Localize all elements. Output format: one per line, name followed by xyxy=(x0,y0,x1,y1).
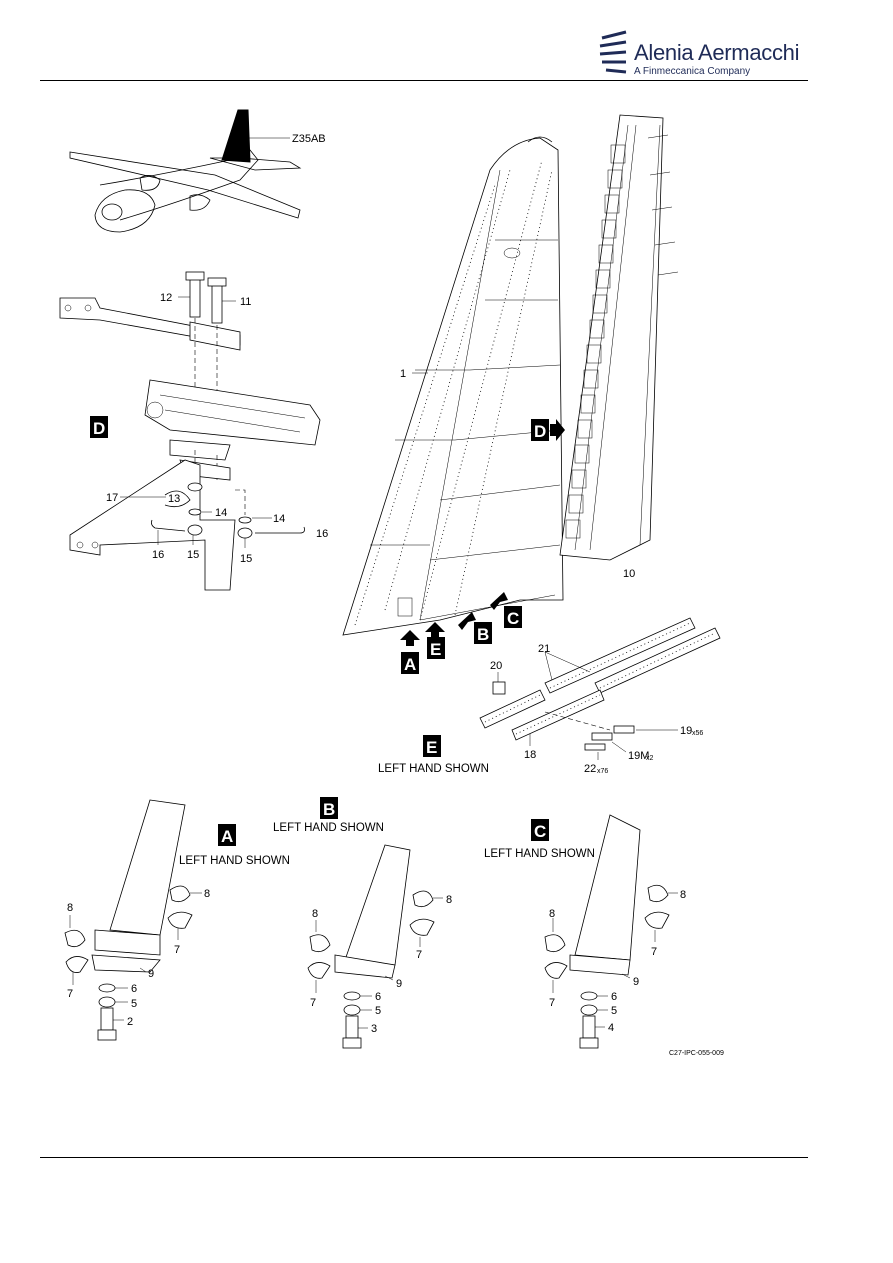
item-19m-qty: x2 xyxy=(646,755,654,762)
detail-d-ref-box xyxy=(531,419,549,441)
detail-a-item-2: 2 xyxy=(127,1016,133,1028)
detail-d-ref-letter: D xyxy=(534,422,546,441)
detail-b-assembly: 8 8 7 7 9 6 5 3 B LEFT HAND SHOWN xyxy=(273,797,452,1049)
item-1-label: 1 xyxy=(400,368,406,380)
item-14a-label: 14 xyxy=(215,507,227,519)
header-rule xyxy=(40,80,808,81)
detail-c-marker-letter: C xyxy=(507,609,519,628)
item-18-label: 18 xyxy=(524,749,536,761)
detail-c-item-4: 4 xyxy=(608,1022,614,1034)
aircraft-overview: Z35AB xyxy=(69,109,326,233)
detail-a-title-letter: A xyxy=(221,827,233,846)
detail-b-title-letter: B xyxy=(323,800,335,819)
detail-a-item-7b: 7 xyxy=(174,944,180,956)
item-16b-label: 16 xyxy=(316,528,328,540)
detail-c-title-letter: C xyxy=(534,822,546,841)
brand-subtitle: A Finmeccanica Company xyxy=(634,66,751,77)
figure-reference: C27-IPC-055-009 xyxy=(669,1050,724,1057)
detail-b-item-8b: 8 xyxy=(446,894,452,906)
item-22-label: 22 xyxy=(584,763,596,775)
item-10-label: 10 xyxy=(623,568,635,580)
detail-c-assembly: 8 8 7 7 9 6 5 4 C LEFT HAND SHOWN xyxy=(484,814,686,1049)
item-17-label: 17 xyxy=(106,492,118,504)
detail-d-marker-letter: D xyxy=(93,419,105,438)
item-21-label: 21 xyxy=(538,643,550,655)
detail-c-item-5: 5 xyxy=(611,1005,617,1017)
detail-c-title-box xyxy=(531,819,549,841)
detail-b-item-3: 3 xyxy=(371,1023,377,1035)
item-11-label: 11 xyxy=(240,296,251,308)
detail-c-item-8a: 8 xyxy=(549,908,555,920)
vertical-fin-item-1: 1 A E B C xyxy=(342,136,564,674)
detail-c-item-6: 6 xyxy=(611,991,617,1003)
fin-spar-structure-item-10: 10 D xyxy=(531,114,679,580)
detail-a-item-5: 5 xyxy=(131,998,137,1010)
detail-b-marker-box xyxy=(474,622,492,644)
detail-b-item-8a: 8 xyxy=(312,908,318,920)
detail-e-assembly: 20 21 19 x56 19M x2 22 x76 18 E LEFT HAN… xyxy=(378,617,721,775)
detail-c-caption: LEFT HAND SHOWN xyxy=(484,848,595,860)
detail-b-title-box xyxy=(320,797,338,819)
item-15b-label: 15 xyxy=(240,553,252,565)
detail-b-marker-letter: B xyxy=(477,625,489,644)
item-19-label: 19 xyxy=(680,725,692,737)
detail-b-item-6: 6 xyxy=(375,991,381,1003)
item-13-label: 13 xyxy=(168,493,180,505)
detail-a-item-8b: 8 xyxy=(204,888,210,900)
item-19m-label: 19M xyxy=(628,750,649,762)
item-20-label: 20 xyxy=(490,660,502,672)
detail-a-item-7a: 7 xyxy=(67,988,73,1000)
detail-c-item-8b: 8 xyxy=(680,889,686,901)
detail-b-item-9: 9 xyxy=(396,978,402,990)
detail-e-title-box xyxy=(423,735,441,757)
detail-e-marker-box xyxy=(427,637,445,659)
brand-name: Alenia Aermacchi xyxy=(634,40,800,65)
detail-d-assembly: 12 11 D 17 13 14 14 16 16 15 xyxy=(59,271,328,591)
detail-a-caption: LEFT HAND SHOWN xyxy=(179,855,290,867)
detail-b-caption: LEFT HAND SHOWN xyxy=(273,822,384,834)
detail-e-marker-letter: E xyxy=(430,640,441,659)
detail-a-item-8a: 8 xyxy=(67,902,73,914)
detail-a-item-6: 6 xyxy=(131,983,137,995)
detail-a-title-box xyxy=(218,824,236,846)
detail-a-marker-letter: A xyxy=(404,655,416,674)
item-22-qty: x76 xyxy=(597,768,608,775)
item-14b-label: 14 xyxy=(273,513,285,525)
detail-a-item-9: 9 xyxy=(148,968,154,980)
detail-b-item-5: 5 xyxy=(375,1005,381,1017)
logo-emblem-icon xyxy=(599,30,627,74)
detail-b-item-7a: 7 xyxy=(310,997,316,1009)
aircraft-callout-label: Z35AB xyxy=(292,133,326,145)
detail-b-item-7b: 7 xyxy=(416,949,422,961)
item-19-qty: x56 xyxy=(692,730,703,737)
detail-a-assembly: 8 8 7 7 9 6 5 2 A LEFT HAND SHOWN xyxy=(64,799,290,1041)
footer-rule xyxy=(40,1157,808,1158)
item-15a-label: 15 xyxy=(187,549,199,561)
detail-c-item-7a: 7 xyxy=(549,997,555,1009)
detail-d-marker-box xyxy=(90,416,108,438)
item-16a-label: 16 xyxy=(152,549,164,561)
detail-a-marker-box xyxy=(401,652,419,674)
detail-e-caption: LEFT HAND SHOWN xyxy=(378,763,489,775)
detail-c-item-7b: 7 xyxy=(651,946,657,958)
item-12-label: 12 xyxy=(160,292,172,304)
detail-c-marker-box xyxy=(504,606,522,628)
detail-c-item-9: 9 xyxy=(633,976,639,988)
detail-e-title-letter: E xyxy=(426,738,437,757)
